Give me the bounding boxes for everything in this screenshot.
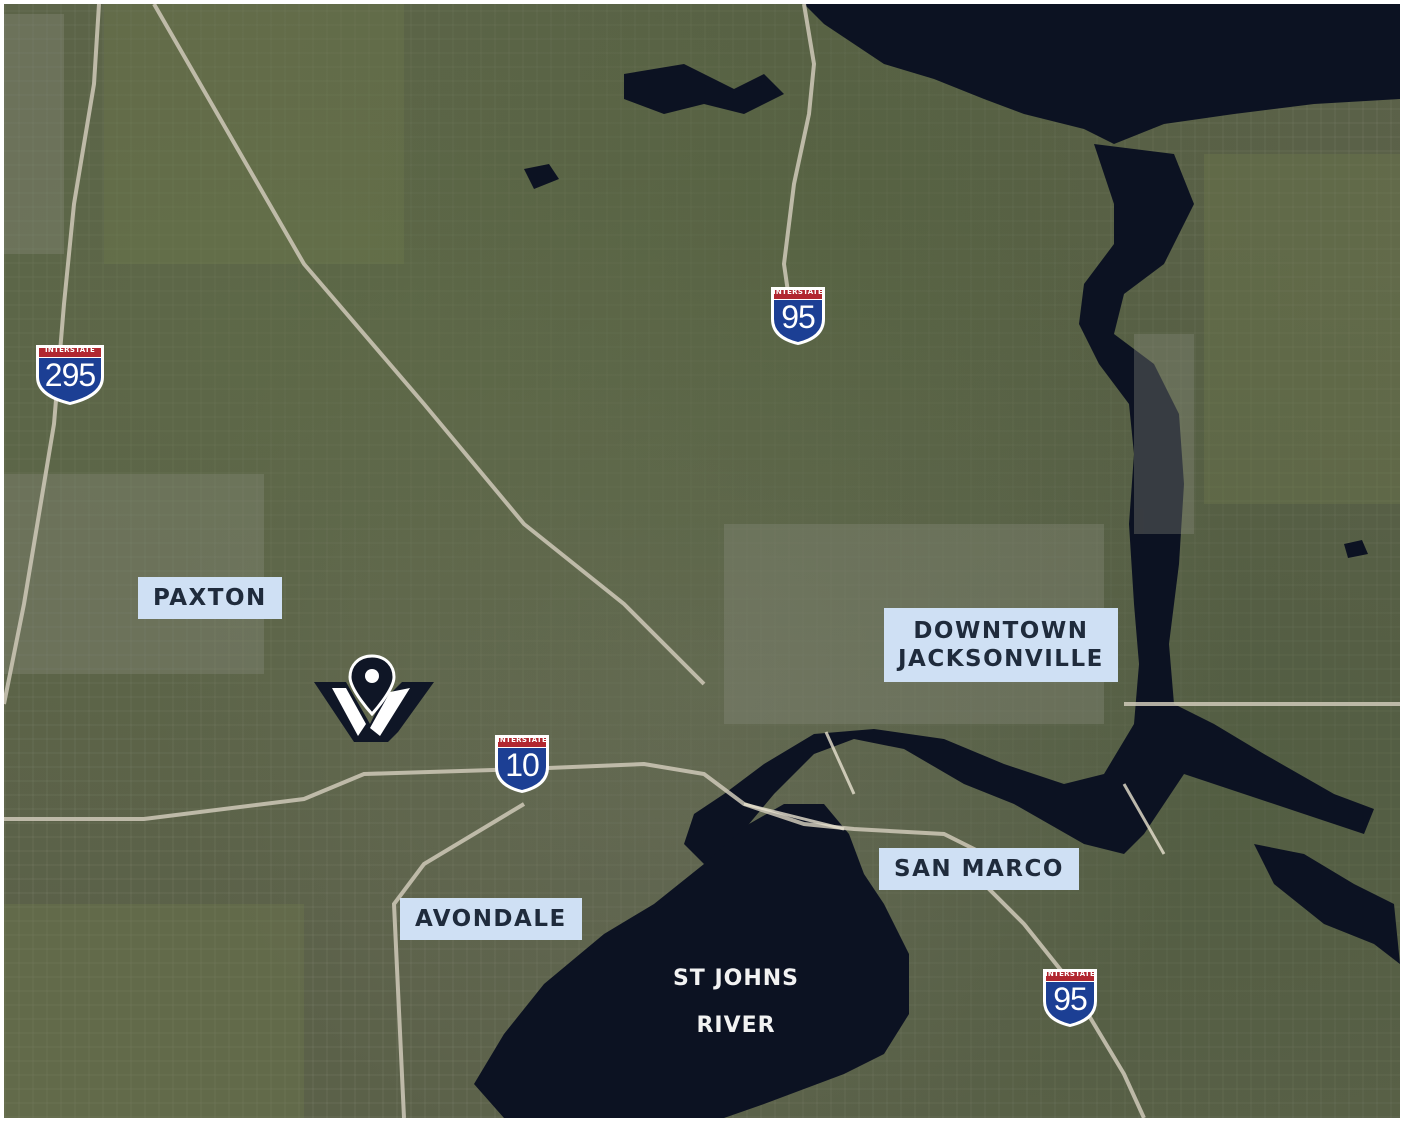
water-bodies — [474, 4, 1400, 1118]
pond-2 — [1344, 540, 1368, 558]
label-paxton: PAXTON — [138, 577, 282, 619]
label-downtown-line2: JACKSONVILLE — [898, 646, 1104, 672]
interstate-shield-icon — [495, 735, 549, 793]
interstate-95-south-shield: INTERSTATE 95 — [1040, 967, 1100, 1029]
highways — [4, 4, 1400, 1118]
bridge-main-st — [824, 731, 856, 795]
shield-number: 95 — [1053, 981, 1088, 1017]
pond-1 — [524, 164, 559, 189]
road-south — [391, 802, 526, 1118]
shield-number: 10 — [505, 747, 540, 783]
satellite-map[interactable]: INTERSTATE 295 INTERSTATE 95 INTERSTATE … — [4, 4, 1400, 1118]
shield-number: 295 — [44, 357, 96, 393]
creek-east — [1254, 844, 1400, 964]
highway-i295 — [4, 4, 101, 705]
shield-banner: INTERSTATE — [772, 288, 824, 296]
bridge-hart — [1122, 783, 1166, 855]
map-base-layer — [4, 4, 1400, 1118]
label-san-marco: SAN MARCO — [879, 848, 1079, 890]
location-pin-logo-icon[interactable] — [310, 652, 436, 748]
highway-i95-north — [781, 4, 817, 335]
highway-i10 — [4, 761, 1005, 866]
label-st-johns-river: ST JOHNS RIVER — [656, 966, 816, 1038]
interstate-shield-icon — [771, 287, 825, 345]
shield-banner: INTERSTATE — [496, 736, 548, 744]
lower-river — [474, 804, 909, 1118]
label-downtown-jacksonville: DOWNTOWN JACKSONVILLE — [884, 608, 1118, 682]
interstate-95-north-shield: INTERSTATE 95 — [768, 285, 828, 347]
bridges — [743, 731, 1166, 855]
green-areas — [4, 4, 1400, 1118]
shield-banner: INTERSTATE — [1044, 970, 1096, 978]
st-johns-channel — [684, 144, 1374, 864]
interstate-shield-icon — [1043, 969, 1097, 1027]
shield-banner: INTERSTATE — [44, 346, 96, 354]
label-avondale: AVONDALE — [400, 898, 582, 940]
interstate-shield-icon — [36, 345, 104, 405]
interstate-295-shield: INTERSTATE 295 — [32, 343, 108, 407]
bridge-fuller-warren — [743, 802, 845, 831]
label-downtown-line1: DOWNTOWN — [913, 618, 1089, 644]
interstate-10-shield: INTERSTATE 10 — [492, 733, 552, 795]
railway-diagonal — [152, 4, 706, 686]
label-river-line1: ST JOHNS — [672, 966, 800, 991]
creek-north — [624, 64, 784, 114]
label-river-line2: RIVER — [696, 1013, 776, 1038]
north-river — [804, 4, 1400, 144]
shield-number: 95 — [781, 299, 816, 335]
